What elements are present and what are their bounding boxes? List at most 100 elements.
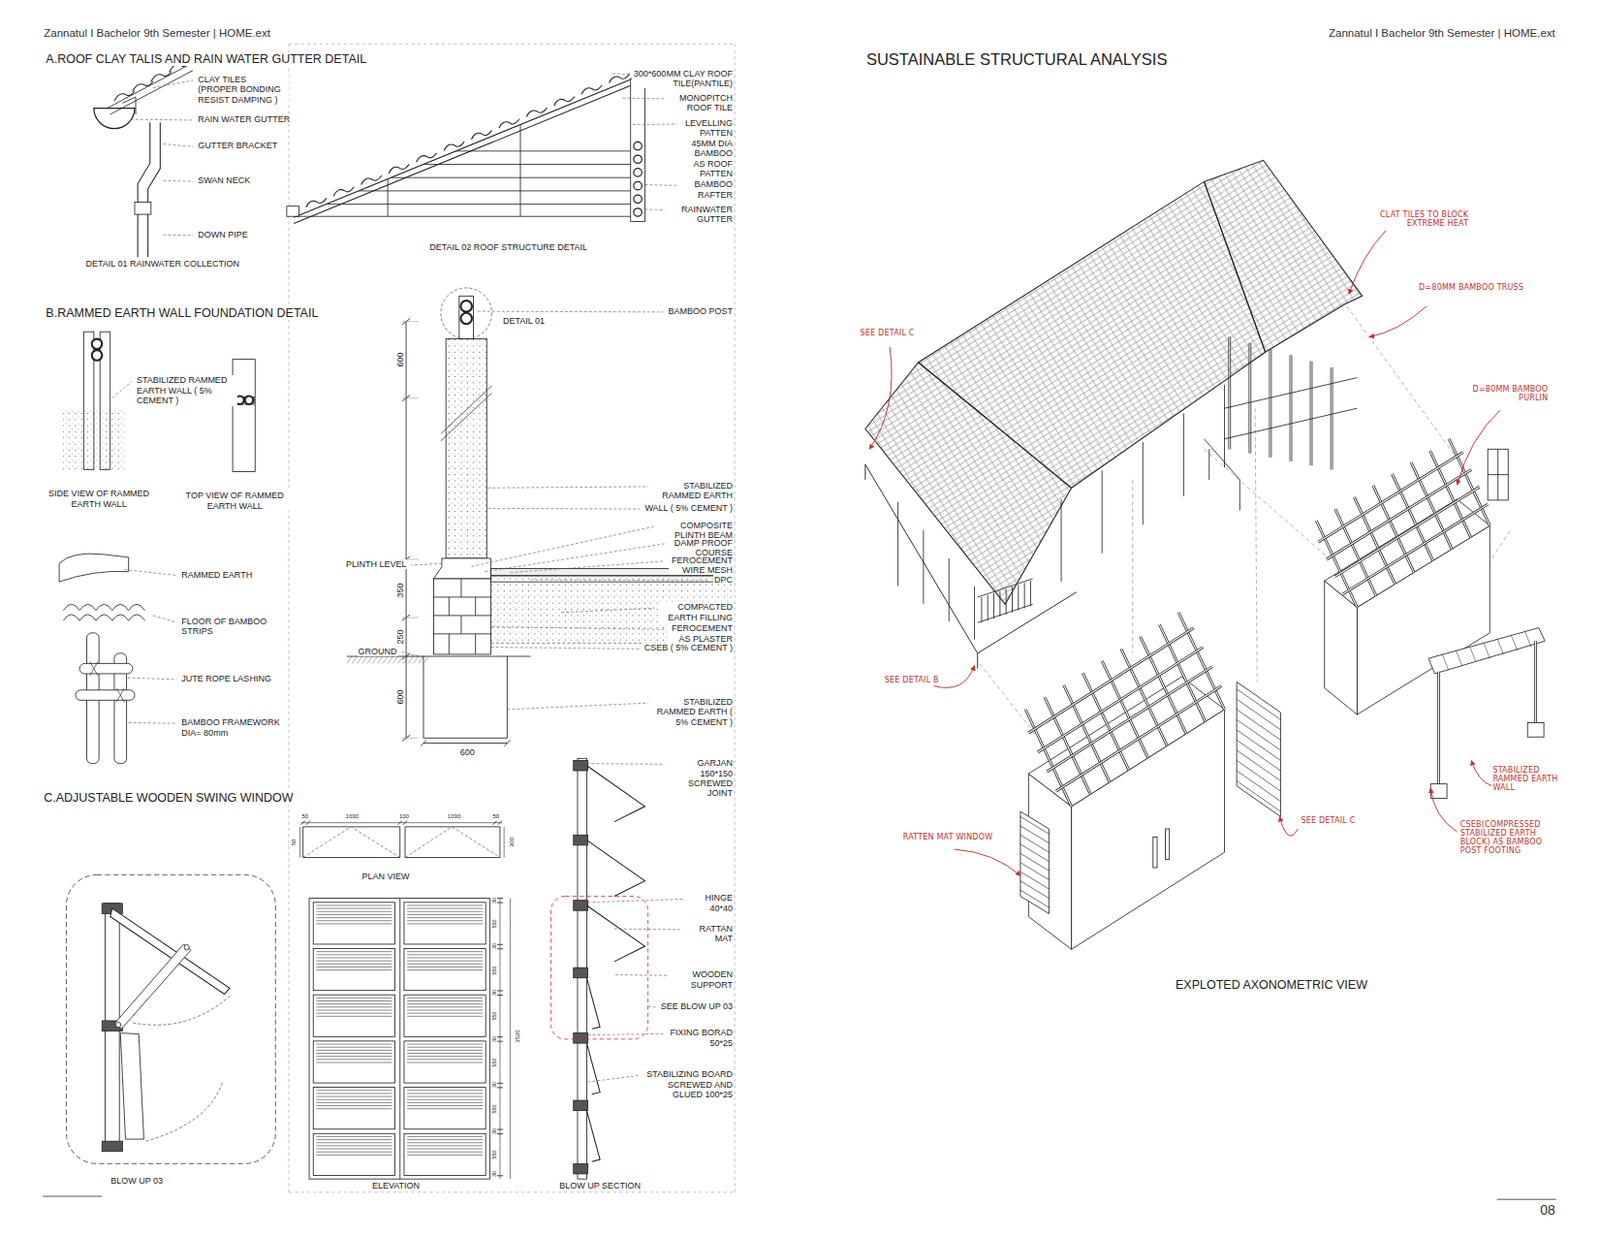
drawing-line — [407, 910, 483, 912]
dimension: 600 — [459, 747, 476, 757]
drawing-line — [1438, 671, 1440, 785]
drawing-line — [407, 1046, 483, 1048]
drawing-rect — [404, 1087, 486, 1130]
drawing-line — [460, 578, 462, 597]
drawing-line — [497, 1132, 503, 1134]
drawing-circle — [460, 313, 472, 325]
drawing-line — [493, 820, 498, 825]
drawing-line — [1020, 815, 1049, 834]
drawing-line — [315, 1101, 392, 1103]
leader-line — [487, 486, 649, 488]
section-title: C.ADJUSTABLE WOODEN SWING WINDOW — [42, 790, 294, 805]
drawing-line — [922, 530, 924, 604]
drawing-rect — [134, 201, 152, 215]
drawing-line — [1411, 462, 1452, 549]
drawing-line — [497, 947, 503, 949]
drawing-line — [315, 1104, 392, 1106]
drawing-line — [1373, 485, 1414, 572]
drawing-line — [315, 1005, 392, 1007]
drawing-line — [315, 1092, 392, 1094]
callout-label: COMPACTED EARTH FILLING — [658, 601, 734, 623]
drawing-rect — [423, 656, 507, 738]
drawing-line — [315, 1144, 392, 1146]
drawing-path — [1279, 815, 1298, 836]
drawing-line — [987, 595, 989, 621]
dimension: 30 — [490, 941, 497, 950]
callout-label: BAMBOO FRAMEWORK DIA= 80mm — [180, 717, 286, 738]
drawing-line — [1353, 497, 1395, 584]
leader-line — [127, 677, 178, 680]
drawing-line — [315, 1052, 392, 1054]
drawing-line — [1343, 503, 1489, 595]
drawing-path — [146, 1081, 223, 1141]
drawing-line — [1044, 696, 1091, 794]
drawing-path — [1457, 409, 1501, 485]
drawing-line — [315, 953, 392, 955]
drawing-line — [315, 1043, 392, 1045]
drawing-line — [398, 820, 403, 825]
drawing-line — [407, 1135, 483, 1137]
drawing-line — [315, 1154, 392, 1156]
drawing-line — [1037, 647, 1204, 753]
drawing-path — [94, 108, 135, 129]
drawing-line — [1236, 750, 1281, 782]
leader-line — [410, 563, 441, 565]
drawing-line — [1178, 612, 1224, 710]
leader-line — [402, 652, 424, 659]
drawing-line — [1061, 499, 1063, 582]
drawing-line — [897, 501, 899, 586]
drawing-line — [406, 321, 408, 739]
drawing-rect — [79, 662, 133, 674]
drawing-line — [1310, 361, 1312, 466]
drawing-line — [407, 922, 483, 924]
annotation-note: CLAT TILES TO BLOCK EXTREME HEAT — [1361, 210, 1471, 228]
drawing-line — [993, 593, 995, 619]
leader-line — [112, 380, 132, 398]
drawing-line — [1437, 671, 1441, 785]
leader-line — [612, 72, 628, 75]
drawing-line — [315, 1003, 392, 1004]
dimension: 1030 — [345, 813, 360, 820]
drawing-line — [948, 558, 950, 622]
drawing-line — [433, 596, 491, 597]
drawing-line — [497, 1082, 503, 1084]
drawing-line — [1334, 486, 1480, 577]
leader-line — [153, 80, 193, 89]
drawing-caption: SIDE VIEW OF RAMMED EARTH WALL — [42, 488, 156, 509]
drawing-line — [448, 596, 450, 616]
drawing-line — [497, 1040, 503, 1042]
drawing-circle — [92, 339, 103, 350]
leader-line — [162, 143, 193, 147]
drawing-line — [407, 1015, 483, 1017]
drawing-rect — [573, 967, 589, 978]
leader-line — [644, 184, 677, 187]
leader-line — [470, 526, 655, 566]
drawing-line — [497, 943, 503, 945]
drawing-line — [315, 1138, 392, 1140]
drawing-path — [470, 129, 492, 139]
dimension: 300 — [507, 836, 515, 848]
drawing-line — [1064, 685, 1110, 783]
drawing-path — [361, 175, 382, 185]
leader-lines — [112, 73, 710, 1082]
drawing-line — [315, 1055, 392, 1057]
drawing-line — [1236, 739, 1281, 771]
drawing-line — [1044, 696, 1091, 794]
drawing-line — [1159, 624, 1205, 722]
drawing-line — [315, 1012, 392, 1014]
drawing-line — [1024, 582, 1026, 608]
drawing-line — [407, 963, 483, 965]
drawing-group — [42, 43, 1557, 1199]
drawing-rect — [303, 826, 401, 858]
drawing-line — [1020, 871, 1049, 889]
drawing-line — [499, 898, 501, 1180]
drawing-line — [1037, 647, 1204, 753]
drawing-line — [407, 1092, 483, 1094]
drawing-line — [398, 656, 404, 663]
drawing-path — [293, 76, 638, 224]
drawing-line — [1236, 719, 1281, 751]
drawing-line — [301, 820, 306, 825]
drawing-line — [1101, 660, 1148, 758]
drawing-polygon — [1203, 159, 1362, 352]
dimension: 550 — [490, 1149, 497, 1161]
